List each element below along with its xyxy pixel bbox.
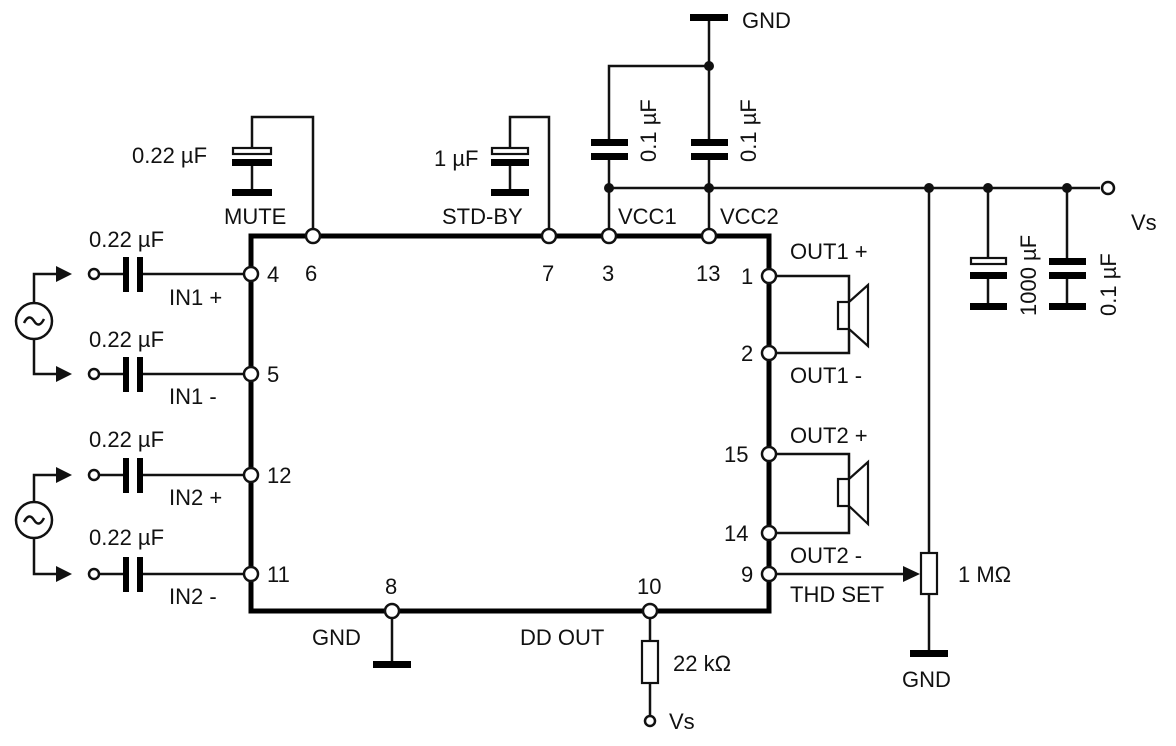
ground-symbol (1049, 303, 1086, 310)
label-thd-set: THD SET (790, 582, 884, 607)
value-c-vcc2: 0.1 µF (736, 99, 761, 162)
label-mute: MUTE (224, 204, 286, 229)
pin-10[interactable] (641, 602, 659, 620)
value-r-thd: 1 MΩ (958, 562, 1011, 587)
pin-label-4: 4 (267, 262, 279, 287)
ddout-resistor (640, 616, 660, 728)
input-in2-minus (87, 557, 246, 592)
arrow-icon (56, 566, 72, 582)
vs-terminal[interactable] (643, 714, 657, 728)
pin-7[interactable] (540, 227, 558, 245)
vcc-decoupling (591, 14, 1100, 230)
pin-label-12: 12 (267, 463, 291, 488)
input-terminal[interactable] (87, 367, 101, 381)
speaker-1 (774, 274, 870, 355)
value-c-vcc1: 0.1 µF (636, 99, 661, 162)
pin-4[interactable] (242, 265, 260, 283)
label-vs-bottom: Vs (669, 709, 695, 734)
value-c-mute: 0.22 µF (132, 143, 207, 168)
label-in1-plus: IN1 + (169, 285, 222, 310)
speaker-2 (774, 452, 870, 535)
value-c-bypass: 0.1 µF (1096, 253, 1121, 316)
pin-label-8: 8 (385, 574, 397, 599)
pin-8[interactable] (383, 602, 401, 620)
input-terminal[interactable] (87, 468, 101, 482)
standby-capacitor (490, 115, 551, 230)
label-vcc2: VCC2 (720, 204, 779, 229)
label-gnd-pot: GND (902, 667, 951, 692)
ground-symbol (232, 189, 272, 196)
label-gnd-top: GND (742, 8, 791, 33)
pin-label-2: 2 (741, 341, 753, 366)
input-in2-plus (87, 458, 246, 493)
arrow-icon (903, 566, 920, 582)
label-out1-plus: OUT1 + (790, 239, 868, 264)
pin-label-7: 7 (542, 261, 554, 286)
label-std-by: STD-BY (442, 204, 523, 229)
sine-wave-icon (22, 515, 46, 525)
pin-3[interactable] (600, 227, 618, 245)
gnd-pin-connection (373, 616, 411, 668)
input-in1-plus (87, 257, 246, 292)
label-out2-minus: OUT2 - (790, 543, 862, 568)
vs-terminal[interactable] (1100, 180, 1116, 196)
pin-12[interactable] (242, 466, 260, 484)
label-out1-minus: OUT1 - (790, 363, 862, 388)
label-in2-minus: IN2 - (169, 584, 217, 609)
label-in1-minus: IN1 - (169, 384, 217, 409)
pin-label-13: 13 (696, 261, 720, 286)
pin-label-6: 6 (305, 261, 317, 286)
pin-6[interactable] (304, 227, 322, 245)
ic-body (248, 233, 772, 614)
label-gnd-pin: GND (312, 625, 361, 650)
arrow-icon (56, 467, 72, 483)
pin-label-5: 5 (267, 362, 279, 387)
sine-wave-icon (22, 316, 46, 326)
label-vs-right: Vs (1131, 210, 1157, 235)
value-c-bulk: 1000 µF (1016, 235, 1041, 316)
pin-label-9: 9 (741, 562, 753, 587)
speaker-icon (847, 459, 870, 527)
value-c-in2-plus: 0.22 µF (89, 427, 164, 452)
value-r-dd: 22 kΩ (673, 651, 731, 676)
speaker-icon (847, 282, 870, 349)
signal-source-2 (14, 467, 72, 582)
pin-15[interactable] (760, 445, 778, 463)
pin-label-3: 3 (602, 261, 614, 286)
signal-source-1 (14, 266, 72, 382)
pin-9[interactable] (760, 565, 778, 583)
pin-label-11: 11 (267, 562, 290, 587)
label-vcc1: VCC1 (618, 204, 677, 229)
pin-11[interactable] (242, 565, 260, 583)
label-out2-plus: OUT2 + (790, 423, 868, 448)
pin-label-14: 14 (724, 521, 748, 546)
value-c-stdby: 1 µF (434, 146, 478, 171)
pin-label-15: 15 (724, 442, 748, 467)
input-in1-minus (87, 357, 246, 392)
pin-5[interactable] (242, 365, 260, 383)
label-dd-out: DD OUT (520, 625, 604, 650)
value-c-in2-minus: 0.22 µF (89, 525, 164, 550)
ground-symbol (373, 661, 411, 668)
input-terminal[interactable] (87, 567, 101, 581)
arrow-icon (56, 266, 72, 282)
value-c-in1-minus: 0.22 µF (89, 327, 164, 352)
pin-2[interactable] (760, 344, 778, 362)
pin-13[interactable] (700, 227, 718, 245)
ground-symbol (970, 303, 1007, 310)
arrow-icon (56, 366, 72, 382)
pin-label-1: 1 (741, 264, 753, 289)
pin-label-10: 10 (637, 574, 661, 599)
pin-1[interactable] (760, 267, 778, 285)
input-terminal[interactable] (87, 267, 101, 281)
ground-symbol (690, 14, 728, 21)
ground-symbol (910, 650, 948, 657)
thd-potentiometer (774, 188, 948, 657)
ground-symbol (491, 189, 529, 196)
value-c-in1-plus: 0.22 µF (89, 227, 164, 252)
mute-capacitor (231, 115, 315, 230)
label-in2-plus: IN2 + (169, 485, 222, 510)
pin-14[interactable] (760, 524, 778, 542)
